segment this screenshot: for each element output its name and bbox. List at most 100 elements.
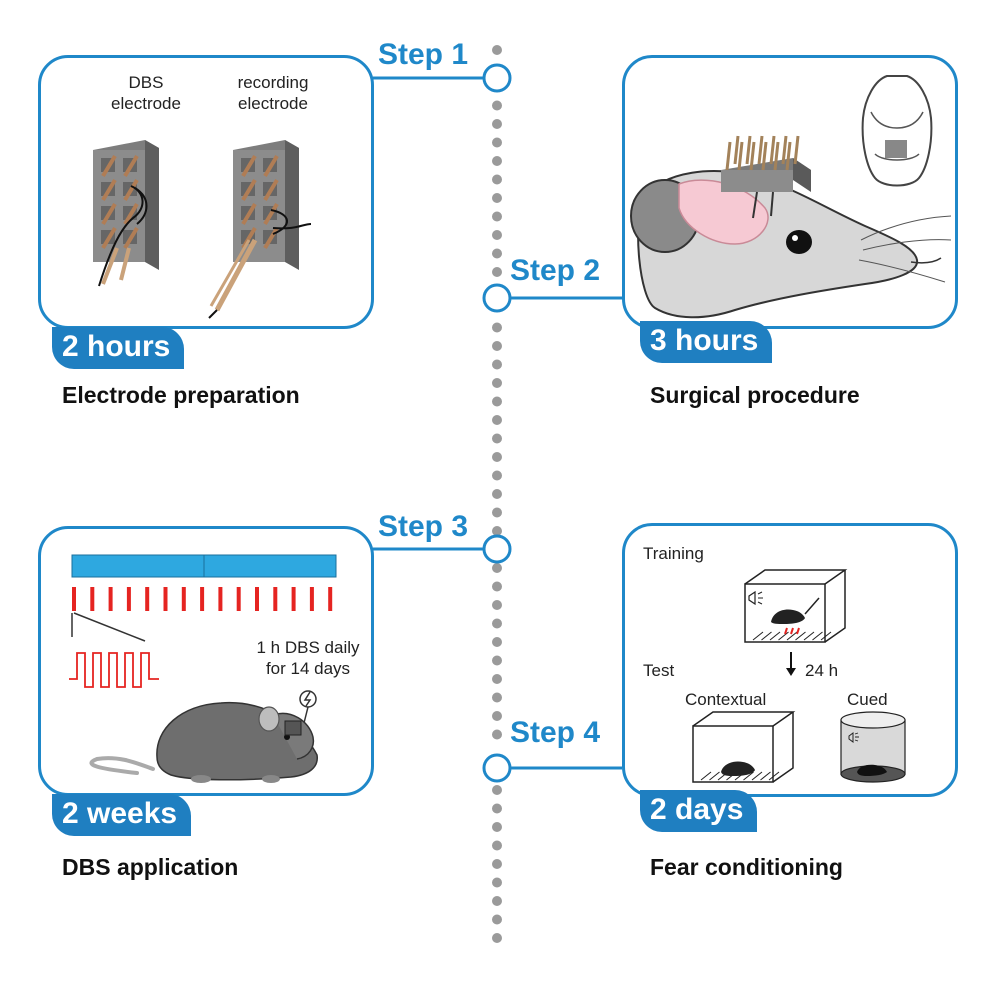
grid-rod [760, 771, 771, 781]
array-pin [773, 141, 780, 171]
timeline-node-4 [482, 753, 512, 783]
electrode-illustration [93, 140, 312, 319]
cued-chamber [840, 711, 906, 783]
step-3-card: 1 h DBS daily for 14 days [38, 526, 374, 796]
cued-label: Cued [847, 690, 888, 709]
step-2-duration-badge: 3 hours [640, 321, 773, 363]
grid-rod [795, 631, 806, 641]
test-label: Test [643, 661, 675, 680]
array-pin [725, 141, 732, 171]
recording-electrode-block [208, 140, 312, 319]
stimulation-pulse [236, 587, 241, 611]
timeline-dot [492, 674, 502, 684]
dbs-schedule-label-line1: 1 h DBS daily [256, 638, 360, 657]
timeline-dot [492, 341, 502, 351]
timeline-dot [492, 692, 502, 703]
timeline-dot [492, 803, 502, 814]
stimulation-pulse [108, 587, 113, 611]
implanted-electrode-array [721, 135, 811, 219]
step-3-title: DBS application [62, 854, 239, 880]
timeline-dot [492, 840, 502, 851]
recording-electrode-label-line2: electrode [238, 94, 308, 113]
timeline-dot [492, 581, 502, 592]
grid-rod [743, 771, 754, 781]
grid-rod [803, 631, 815, 641]
array-pin [785, 141, 792, 171]
array-pin [781, 135, 788, 165]
dbs-electrode-block [93, 140, 159, 287]
stimulation-pulse [291, 587, 296, 611]
timeline-dot [492, 896, 502, 906]
timeline-dot [492, 711, 502, 721]
array-pin [733, 135, 740, 165]
array-pin [761, 141, 768, 171]
timeline-dot [492, 859, 502, 869]
stimulation-bar-2 [203, 554, 337, 578]
timeline-dot [492, 655, 502, 666]
grid-rod [769, 631, 781, 641]
dbs-electrode-label: DBS electrode [91, 72, 201, 114]
stimulation-pulse [328, 587, 333, 611]
timeline-node-3 [482, 534, 512, 564]
mouse-head [630, 170, 952, 319]
grid-rod [768, 771, 780, 781]
grid-rod [751, 771, 763, 781]
timeline-dot [492, 322, 502, 333]
timeline-dot [492, 100, 502, 111]
stimulation-pulse [163, 587, 168, 611]
array-pin [745, 135, 752, 165]
array-pin [757, 135, 764, 165]
step-4-title: Fear conditioning [650, 854, 843, 880]
timeline-dot [492, 914, 502, 925]
biphasic-waveform [69, 652, 159, 688]
timeline-dot [492, 452, 502, 462]
timeline-dot [492, 137, 502, 148]
grid-rod [778, 631, 789, 641]
grid-rod [786, 631, 798, 641]
stimulation-icon [299, 690, 317, 708]
stimulation-pulse [273, 587, 278, 611]
timeline-dot [492, 877, 502, 888]
timeline-dot [492, 359, 502, 370]
step-1-duration-badge: 2 hours [52, 327, 185, 369]
training-chamber [744, 569, 848, 643]
timeline-dot [492, 119, 502, 129]
step-4-label: Step 4 [510, 716, 601, 749]
grid-rod [752, 631, 764, 641]
timeline-dot [492, 415, 502, 425]
array-pin [769, 135, 776, 165]
recording-electrode-label: recording electrode [213, 72, 333, 114]
skull-top-view [861, 75, 933, 187]
speaker-icon [748, 590, 756, 606]
timeline-dot [492, 193, 502, 203]
step-3-label: Step 3 [378, 510, 469, 543]
contextual-label: Contextual [685, 690, 767, 709]
stimulation-pulse [218, 587, 223, 611]
array-pin [793, 135, 800, 165]
stimulation-pulse [126, 587, 131, 611]
step-2-label: Step 2 [510, 254, 601, 287]
grid-rod [700, 771, 712, 781]
timeline-dot [492, 470, 502, 481]
pulse-train [72, 587, 333, 611]
dbs-schedule-illustration [69, 554, 337, 783]
array-pin [737, 141, 744, 171]
stimulation-pulse [72, 587, 76, 611]
timeline-dot [492, 156, 502, 166]
timeline-dot [492, 45, 502, 55]
dbs-schedule-label-line2: for 14 days [265, 659, 351, 678]
zoom-line-right [73, 612, 146, 642]
stimulation-pulse [181, 587, 186, 611]
dbs-schedule-label: 1 h DBS daily for 14 days [241, 637, 375, 679]
timeline-dot [492, 267, 502, 277]
stimulation-pulse [90, 587, 95, 611]
timeline-node-1 [482, 63, 512, 93]
timeline-dot [492, 378, 502, 388]
timeline-dots [492, 45, 502, 943]
timeline-dot [492, 526, 502, 536]
dbs-electrode-label-line2: electrode [111, 94, 181, 113]
mouse-body [89, 701, 318, 783]
timeline-node-2 [482, 283, 512, 313]
timeline-dot [492, 230, 502, 240]
grid-rod [812, 631, 823, 641]
